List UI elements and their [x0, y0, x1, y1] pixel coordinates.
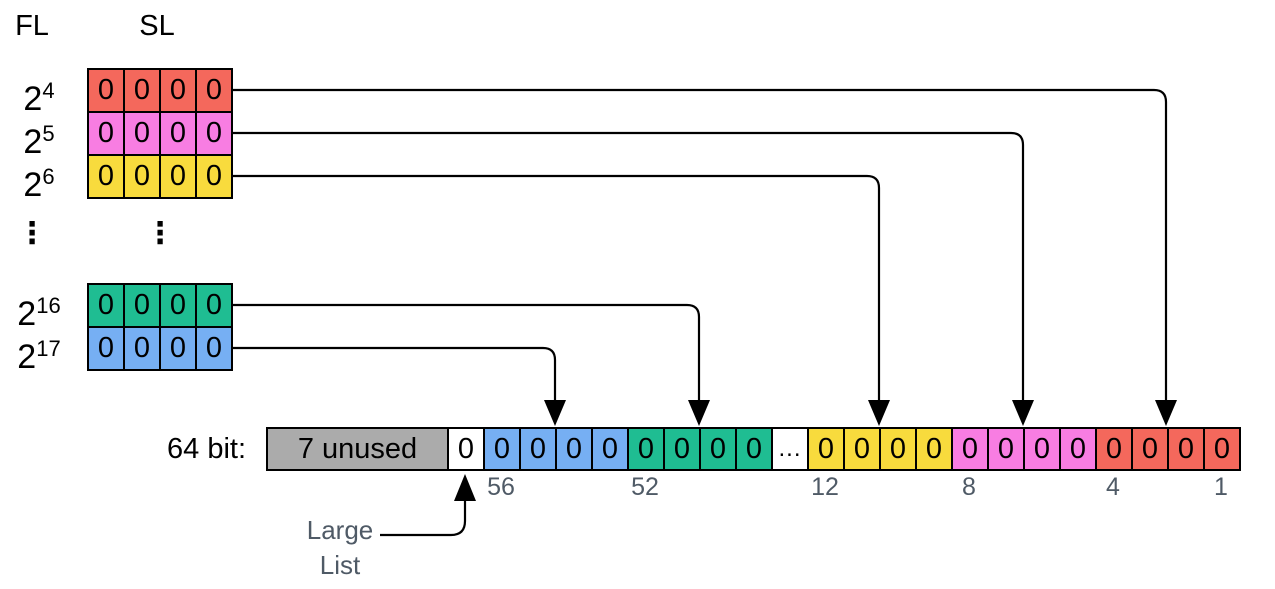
- sl-cell: 0: [159, 154, 197, 199]
- large-list-connector: [380, 500, 467, 537]
- bit-tick-12: 12: [811, 473, 839, 501]
- connector-2e5: [231, 131, 1025, 400]
- bit-cell-11: 0: [843, 427, 881, 471]
- sl-cell: 0: [123, 283, 161, 328]
- bit-cell-8: 0: [735, 427, 773, 471]
- row-label-2e5: 25: [23, 121, 55, 161]
- arrowhead-2e5: [1012, 400, 1034, 426]
- sl-cell: 0: [87, 111, 125, 156]
- bit-tick-8: 8: [962, 473, 976, 501]
- vertical-ellipsis-sl: ⋮: [145, 216, 175, 251]
- bit-tick-4: 4: [1106, 473, 1120, 501]
- bit-row-label: 64 bit:: [167, 433, 246, 465]
- large-list-label: Large List: [295, 513, 385, 583]
- connector-2e16: [231, 303, 701, 400]
- connector-2e17: [231, 346, 557, 400]
- sl-cell: 0: [87, 68, 125, 113]
- bit-cell-16: 0: [1023, 427, 1061, 471]
- arrowhead-2e6: [868, 400, 890, 426]
- bit-cell-13: 0: [915, 427, 953, 471]
- bit-cell-18: 0: [1095, 427, 1133, 471]
- sl-cell: 0: [159, 283, 197, 328]
- sl-cell: 0: [123, 326, 161, 371]
- arrowhead-2e4: [1155, 400, 1177, 426]
- sl-cell: 0: [87, 154, 125, 199]
- sl-cell: 0: [195, 68, 233, 113]
- bit-cell-5: 0: [627, 427, 665, 471]
- first-level-header: FL: [15, 10, 49, 42]
- second-level-header: SL: [139, 10, 175, 42]
- bit-cell-0: 0: [447, 427, 485, 471]
- sl-cell: 0: [123, 111, 161, 156]
- sl-cell: 0: [159, 111, 197, 156]
- large-list-line1: Large: [306, 515, 374, 545]
- bit-cell-6: 0: [663, 427, 701, 471]
- sl-cell: 0: [123, 154, 161, 199]
- bit-cell-7: 0: [699, 427, 737, 471]
- arrowhead-2e17: [544, 400, 566, 426]
- large-list-line2: List: [319, 550, 361, 580]
- sl-cell: 0: [87, 283, 125, 328]
- row-label-2e16: 216: [17, 293, 61, 333]
- unused-segment-label: 7 unused: [297, 432, 418, 465]
- bit-cell-14: 0: [951, 427, 989, 471]
- bit-cell-21: 0: [1203, 427, 1241, 471]
- bit-cell-12: 0: [879, 427, 917, 471]
- bit-cell-19: 0: [1131, 427, 1169, 471]
- bit-cell-20: 0: [1167, 427, 1205, 471]
- arrowhead-2e16: [688, 400, 710, 426]
- bit-tick-1: 1: [1214, 473, 1228, 501]
- vertical-ellipsis-fl: ⋮: [17, 216, 47, 251]
- bit-tick-52: 52: [631, 473, 659, 501]
- sl-cell: 0: [195, 283, 233, 328]
- sl-cell: 0: [87, 326, 125, 371]
- sl-cell: 0: [123, 68, 161, 113]
- row-label-2e4: 24: [23, 78, 55, 118]
- sl-cell: 0: [159, 68, 197, 113]
- bit-cell-1: 0: [483, 427, 521, 471]
- sl-cell: 0: [195, 154, 233, 199]
- sl-cell: 0: [195, 326, 233, 371]
- row-label-2e17: 217: [17, 336, 61, 376]
- sl-cell: 0: [195, 111, 233, 156]
- connector-2e6: [231, 174, 881, 400]
- bit-cell-4: 0: [591, 427, 629, 471]
- bit-cell-17: 0: [1059, 427, 1097, 471]
- connector-2e4: [231, 88, 1168, 400]
- bit-cell-15: 0: [987, 427, 1025, 471]
- unused-segment: 7 unused: [266, 427, 449, 471]
- row-label-2e6: 26: [23, 164, 55, 204]
- sl-cell: 0: [159, 326, 197, 371]
- bit-cell-9: ...: [771, 427, 809, 471]
- bit-tick-56: 56: [487, 473, 515, 501]
- bit-cell-3: 0: [555, 427, 593, 471]
- bit-cell-10: 0: [807, 427, 845, 471]
- bit-cell-2: 0: [519, 427, 557, 471]
